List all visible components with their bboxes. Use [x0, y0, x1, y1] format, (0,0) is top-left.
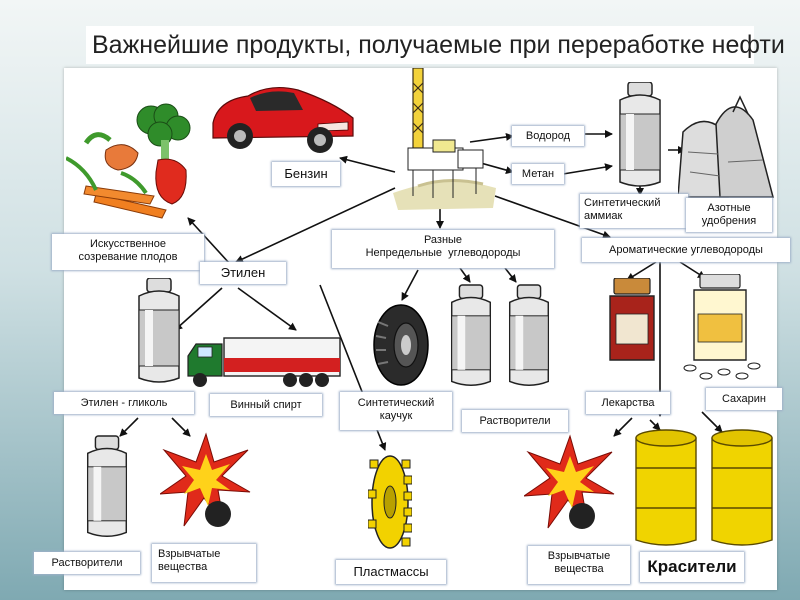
label-rastvoriteli-mid: Растворители	[462, 410, 568, 432]
label-etilen: Этилен	[200, 262, 286, 284]
pills-jar-image	[683, 274, 761, 380]
fertilizer-bags-image	[678, 95, 774, 198]
bottle-rastvoriteli-left-image	[86, 435, 128, 537]
explosion-left-image	[160, 432, 251, 527]
car-image	[212, 86, 354, 153]
gear-image	[368, 455, 412, 549]
label-rastvoriteli-left: Растворители	[34, 552, 140, 574]
label-lekarstva: Лекарства	[586, 392, 670, 414]
label-etilen-glikol: Этилен - гликоль	[54, 392, 194, 414]
label-krasiteli: Красители	[640, 552, 744, 582]
vegetables-image	[66, 103, 191, 219]
label-vinny: Винный спирт	[210, 394, 322, 416]
truck-image	[187, 337, 341, 387]
tire-image	[373, 304, 429, 386]
page-title: Важнейшие продукты, получаемые при перер…	[86, 26, 785, 64]
medicine-jar-image	[609, 278, 655, 361]
label-aromat: Ароматические углеводороды	[582, 238, 790, 262]
label-raznye: Разные Непредельные углеводороды	[332, 230, 554, 268]
label-vodorod: Водород	[512, 126, 584, 146]
label-kauchuk: Синтетический каучук	[340, 392, 452, 430]
explosion-right-image	[524, 434, 615, 529]
label-vzryv-right: Взрывчатые вещества	[528, 546, 630, 584]
label-vzryv-left: Взрывчатые вещества	[152, 544, 256, 582]
bottle-rastvoriteli-1-image	[450, 284, 492, 386]
bottle-rastvoriteli-2-image	[508, 284, 550, 386]
label-plastmassy: Пластмассы	[336, 560, 446, 584]
oil-rig-image	[393, 68, 496, 210]
label-metan: Метан	[512, 164, 564, 184]
barrels-image	[635, 429, 773, 546]
label-saharin: Сахарин	[706, 388, 782, 410]
label-iskusstv: Искусственное созревание плодов	[52, 234, 204, 270]
bottle-ammiak-image	[619, 82, 661, 187]
bottle-glikol-image	[138, 278, 180, 383]
label-azot: Азотные удобрения	[686, 198, 772, 232]
label-benzin: Бензин	[272, 162, 340, 186]
label-sint-ammiak: Синтетический аммиак	[580, 194, 688, 228]
